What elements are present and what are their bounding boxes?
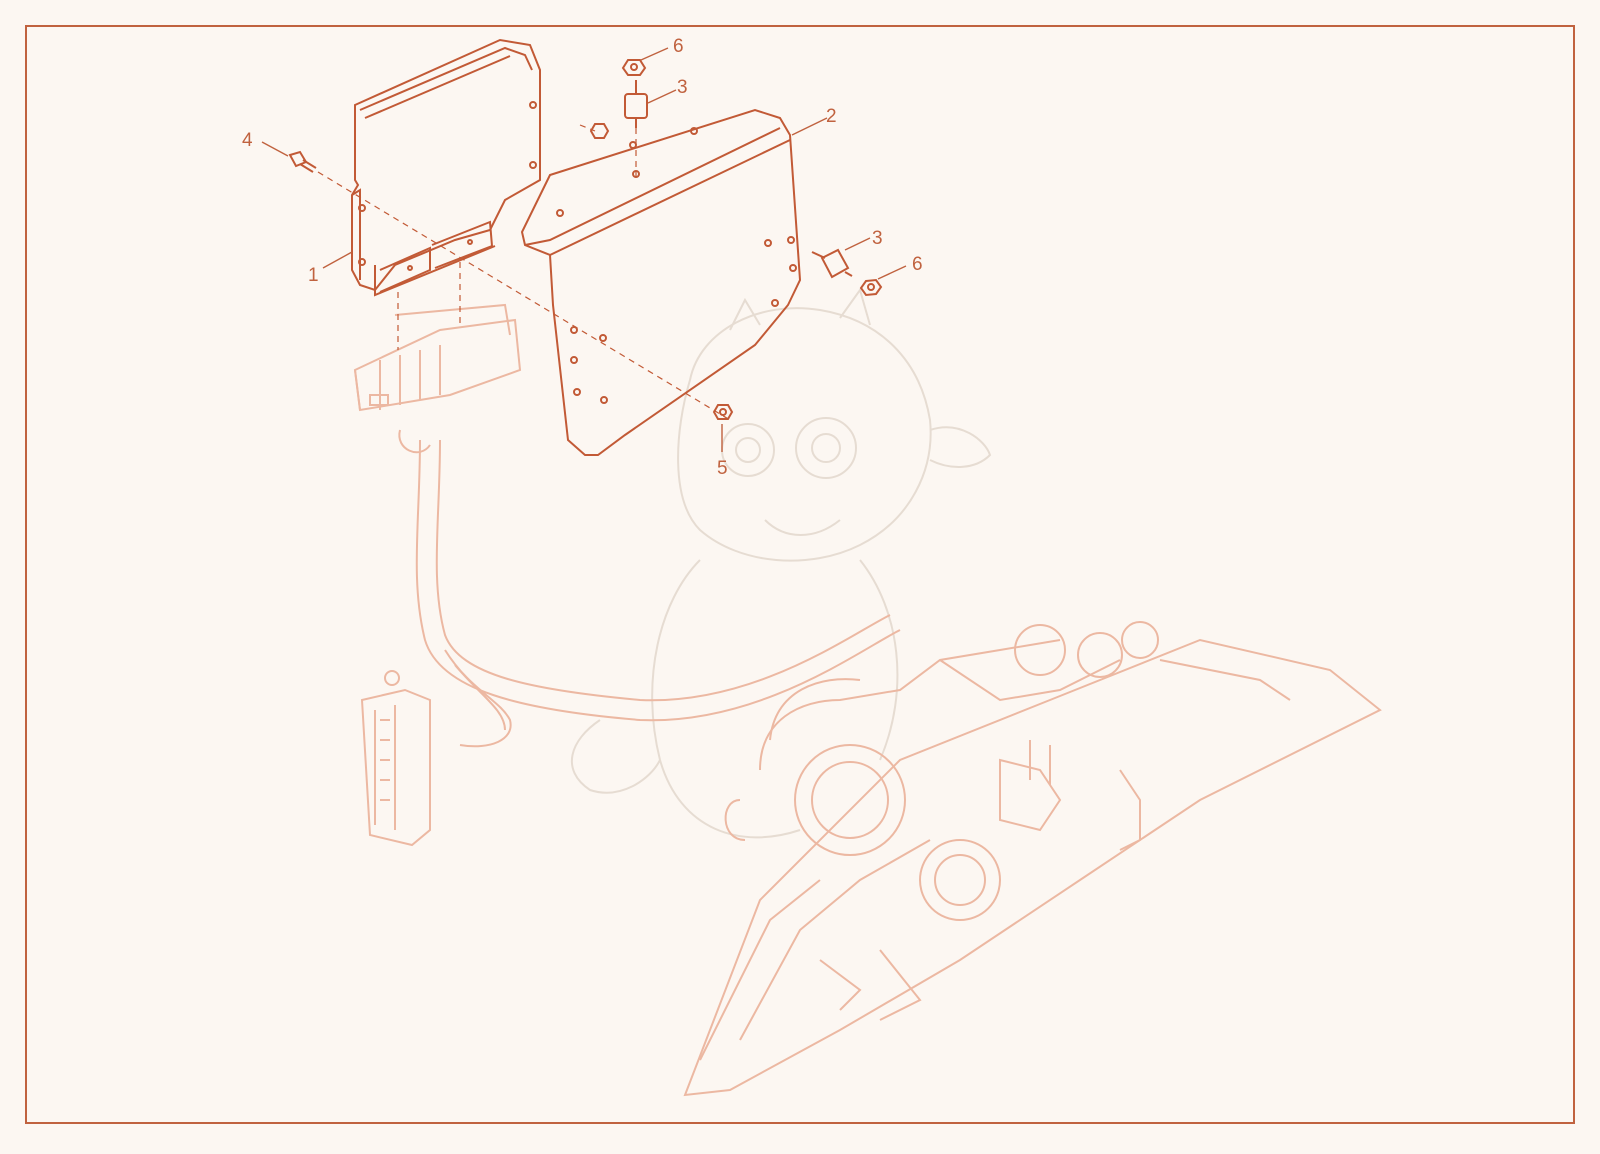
mounting-bracket-icon: [520, 108, 802, 456]
callouts: 1 2 3 3 4 5 6 6: [242, 36, 923, 479]
callout-3-right: 3: [872, 228, 883, 249]
diagram-frame: [25, 25, 1575, 1124]
assembly-lines: [317, 124, 731, 421]
callout-5: 5: [717, 458, 728, 479]
nut-icon: [589, 123, 610, 139]
dragon-watermark-icon: [571, 287, 992, 839]
engine-assembly-icon: [683, 621, 1382, 1097]
ecu-module-icon: [351, 38, 541, 297]
wiring-harness-icon: [353, 303, 901, 847]
callout-6-top: 6: [673, 36, 684, 57]
callout-1: 1: [308, 265, 319, 286]
leader-lines: [261, 47, 907, 452]
stud-spacer-icon: [811, 248, 853, 279]
callout-2: 2: [826, 106, 837, 127]
callout-4: 4: [242, 130, 253, 151]
nut-icon: [859, 278, 883, 297]
callout-3-top: 3: [677, 77, 688, 98]
callout-6-right: 6: [912, 254, 923, 275]
nut-icon: [621, 59, 647, 76]
stud-spacer-icon: [624, 80, 648, 128]
bolt-icon: [288, 150, 317, 173]
